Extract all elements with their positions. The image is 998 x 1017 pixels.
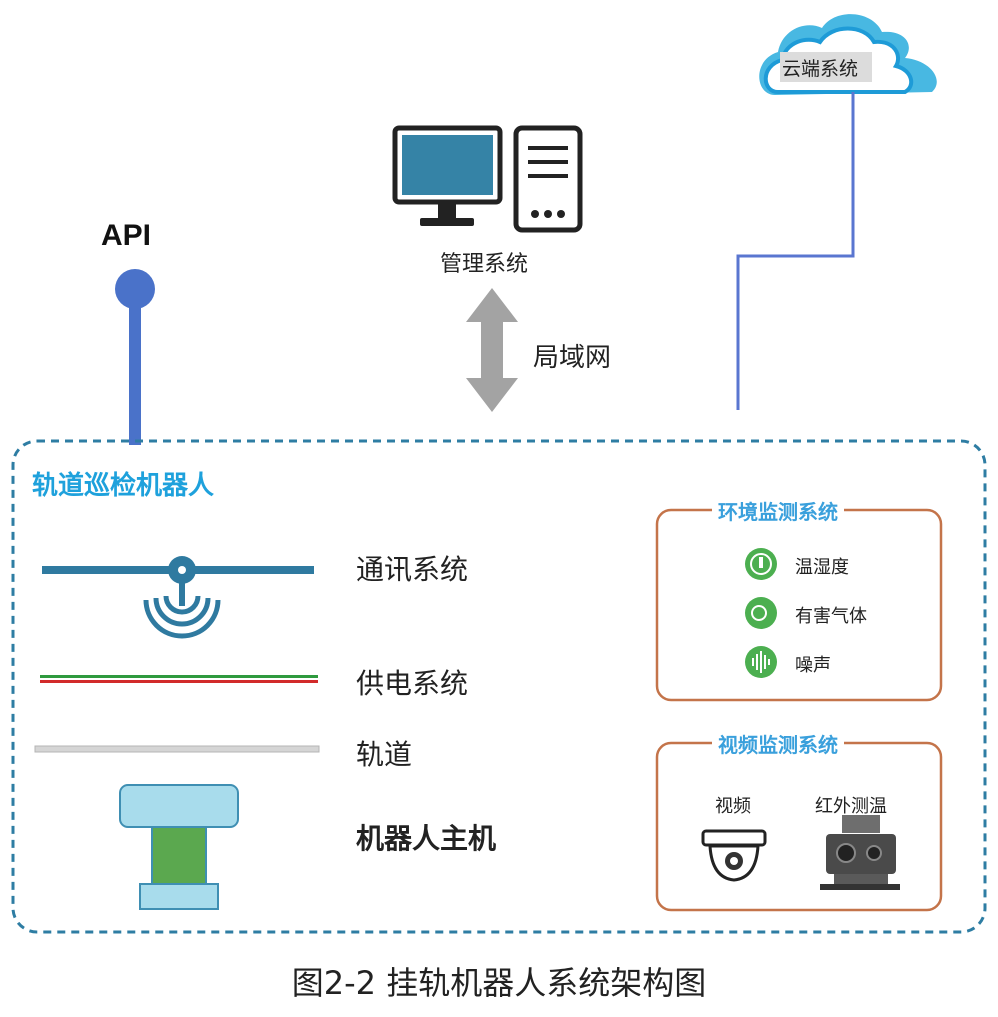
harmful-gas-label: 有害气体 — [795, 606, 867, 627]
robot-title: 轨道巡检机器人 — [32, 471, 215, 501]
cloud-system-label: 云端系统 — [782, 58, 859, 80]
infrared-thermometry-label: 红外测温 — [815, 796, 887, 817]
temperature-humidity-label: 温湿度 — [795, 557, 849, 578]
lan-label: 局域网 — [533, 343, 612, 373]
infrared-camera-icon — [820, 815, 900, 890]
cloud-icon — [759, 14, 937, 96]
track-label: 轨道 — [356, 738, 413, 771]
api-pin-icon — [115, 269, 155, 445]
lan-arrow-icon — [466, 288, 518, 412]
robot-container — [11, 439, 987, 934]
dome-camera-icon — [701, 829, 767, 882]
thermometer-icon — [745, 548, 777, 580]
power-system-label: 供电系统 — [356, 667, 469, 700]
noise-label: 噪声 — [795, 655, 831, 676]
sound-wave-icon — [745, 646, 777, 678]
communication-system-label: 通讯系统 — [356, 553, 469, 586]
gas-icon — [745, 597, 777, 629]
video-label: 视频 — [715, 796, 751, 817]
power-line-icon — [40, 675, 318, 683]
communication-rail-icon — [42, 556, 314, 639]
video-panel-title: 视频监测系统 — [712, 729, 844, 758]
environment-panel-title: 环境监测系统 — [712, 496, 844, 525]
api-label: API — [101, 219, 152, 252]
monitor-icon — [392, 125, 503, 226]
management-system-label: 管理系统 — [440, 252, 529, 277]
robot-host-label: 机器人主机 — [356, 822, 497, 855]
track-icon — [34, 745, 320, 753]
server-icon — [513, 125, 583, 233]
cloud-link-line — [736, 92, 855, 410]
robot-host-icon — [119, 784, 239, 910]
figure-caption: 图2-2 挂轨机器人系统架构图 — [291, 964, 707, 1002]
